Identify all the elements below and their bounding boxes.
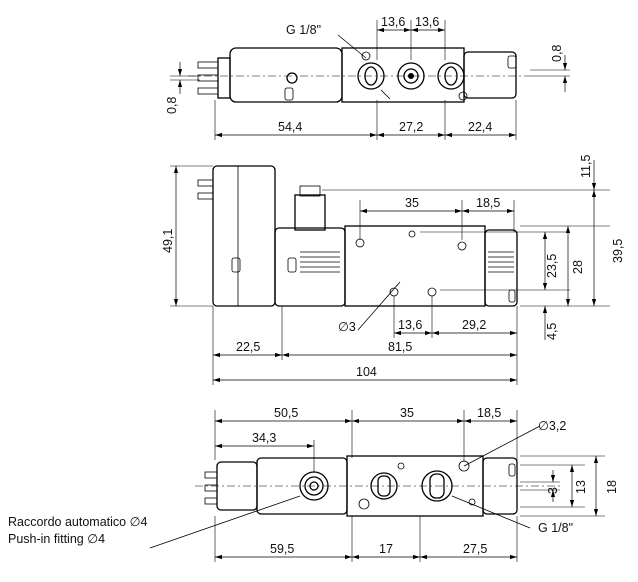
top-view: G 1/8" 13,6 13,6 54,4 27,2 22,4 0,8 0,8 — [165, 15, 570, 140]
coil-ribs — [300, 251, 340, 273]
dim-bottom-len-59-5: 59,5 — [270, 542, 294, 556]
bottom-port-label: G 1/8" — [538, 521, 573, 535]
end-cap-ribs — [488, 251, 514, 273]
dim-side-height-total: 49,1 — [161, 229, 175, 253]
dim-bottom-len-18-5: 18,5 — [477, 406, 501, 420]
dim-top-pitch-a: 13,6 — [381, 15, 405, 29]
dim-side-top-gap: 11,5 — [579, 155, 593, 178]
dim-bottom-len-17: 17 — [379, 542, 393, 556]
dim-top-len-solenoid: 54,4 — [278, 120, 302, 134]
dim-top-offset-right: 0,8 — [550, 45, 564, 62]
dim-top-len-end: 22,4 — [468, 120, 492, 134]
dim-bottom-len-50-5: 50,5 — [274, 406, 298, 420]
dim-side-h-4-5: 4,5 — [545, 323, 559, 340]
fitting-label-it: Raccordo automatico ∅4 — [8, 515, 147, 529]
side-valve-body — [344, 225, 486, 307]
top-port-label: G 1/8" — [286, 23, 321, 37]
dim-bottom-hole-dia: ∅3,2 — [538, 419, 566, 433]
side-view: 11,5 35 18,5 49,1 23,5 28 39,5 ∅3 13,6 2… — [161, 155, 625, 385]
dim-bottom-len-34-3: 34,3 — [252, 431, 276, 445]
dim-bottom-w-3: 3 — [546, 487, 560, 494]
solenoid-screw — [286, 72, 298, 84]
dim-bottom-w-18: 18 — [605, 480, 619, 494]
dim-bottom-len-27-5: 27,5 — [463, 542, 487, 556]
valve-body — [341, 47, 465, 103]
dim-side-h-28: 28 — [571, 260, 585, 274]
fitting-label-en: Push-in fitting ∅4 — [8, 532, 105, 546]
dim-side-h-39-5: 39,5 — [611, 239, 625, 263]
dim-top-pitch-b: 13,6 — [415, 15, 439, 29]
dim-side-len-22-5: 22,5 — [236, 340, 260, 354]
dim-side-lower-pitch: 13,6 — [398, 318, 422, 332]
bottom-view: 50,5 35 18,5 34,3 ∅3,2 3 13 18 G 1/8" 59… — [8, 406, 619, 562]
bottom-ports — [358, 460, 476, 510]
dim-side-len-81-5: 81,5 — [388, 340, 412, 354]
dim-side-upper-right: 18,5 — [476, 196, 500, 210]
dim-side-len-104: 104 — [356, 365, 377, 379]
connector-housing — [212, 165, 276, 307]
connector-pins — [197, 57, 231, 99]
solenoid-body — [229, 47, 343, 103]
dim-top-offset-left: 0,8 — [165, 97, 179, 114]
dim-side-upper-span: 35 — [405, 196, 419, 210]
dim-side-lower-right: 29,2 — [462, 318, 486, 332]
dim-side-h-23-5: 23,5 — [545, 254, 559, 278]
dim-top-len-mid: 27,2 — [399, 120, 423, 134]
dim-bottom-w-13: 13 — [574, 480, 588, 494]
dim-side-hole-dia: ∅3 — [338, 320, 356, 334]
dim-bottom-len-35: 35 — [400, 406, 414, 420]
